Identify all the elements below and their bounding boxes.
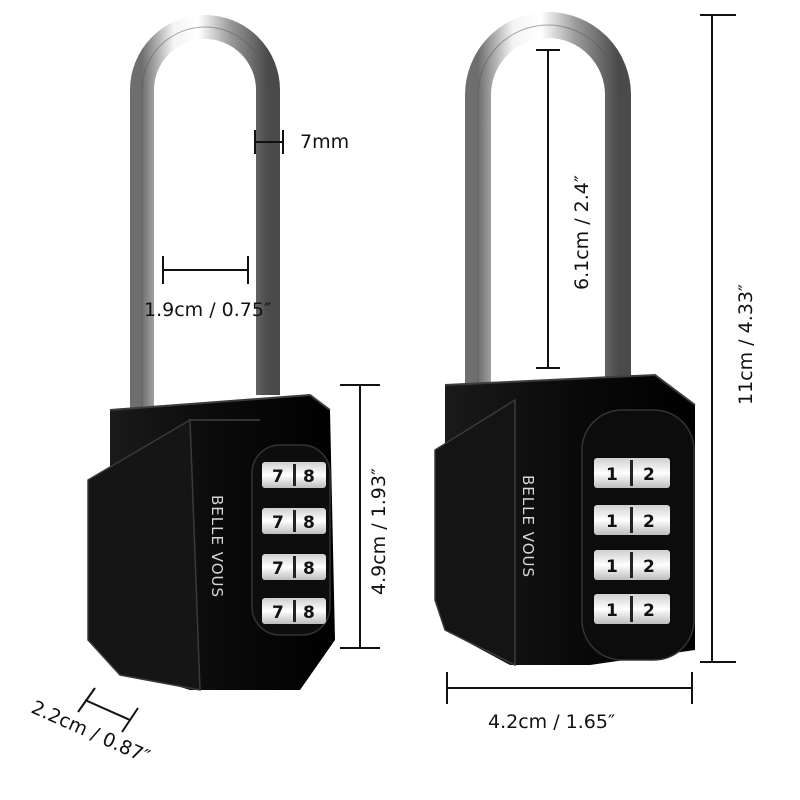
left-dim-shackle-diameter: 7mm	[254, 130, 349, 154]
right-dial-3-digit-1: 1	[606, 557, 618, 577]
left-brand-text: BELLE VOUS	[208, 495, 226, 598]
right-dial-4-digit-2: 2	[643, 601, 655, 621]
right-dim-shackle-clearance: 6.1cm / 2.4″	[536, 49, 593, 369]
right-dial-3-digit-2: 2	[643, 557, 655, 577]
left-dial-3-digit-1: 7	[272, 559, 284, 579]
right-dial-2-digit-1: 1	[606, 512, 618, 532]
left-dim-body-height-label: 4.9cm / 1.93″	[368, 468, 390, 595]
left-padlock: BELLE VOUS 7 8 7 8 7 8 7 8	[87, 15, 335, 691]
left-dim-shackle-diameter-label: 7mm	[300, 131, 349, 153]
left-dial-1[interactable]: 7 8	[262, 462, 326, 488]
left-dim-body-thickness-label: 2.2cm / 0.87″	[28, 696, 153, 768]
left-dial-4-digit-2: 8	[303, 603, 315, 623]
right-dim-shackle-clearance-label: 6.1cm / 2.4″	[571, 175, 593, 290]
right-dim-body-width: 4.2cm / 1.65″	[446, 672, 693, 733]
right-padlock: BELLE VOUS 1 2 1 2 1 2 1 2	[434, 12, 696, 667]
left-dial-2-digit-2: 8	[303, 513, 315, 533]
right-dial-3[interactable]: 1 2	[594, 550, 670, 580]
left-dial-1-digit-2: 8	[303, 467, 315, 487]
right-dial-1-digit-2: 2	[643, 465, 655, 485]
right-dial-1-digit-1: 1	[606, 465, 618, 485]
left-dial-3[interactable]: 7 8	[262, 554, 326, 580]
right-dim-total-height-label: 11cm / 4.33″	[735, 284, 757, 405]
right-dim-total-height: 11cm / 4.33″	[700, 14, 757, 663]
left-dial-1-digit-1: 7	[272, 467, 284, 487]
left-dim-body-height: 4.9cm / 1.93″	[340, 384, 390, 649]
left-dial-2-digit-1: 7	[272, 513, 284, 533]
left-shackle	[130, 15, 280, 410]
right-brand-text: BELLE VOUS	[519, 475, 537, 578]
right-dial-2-digit-2: 2	[643, 512, 655, 532]
right-dial-4[interactable]: 1 2	[594, 594, 670, 624]
right-dial-4-digit-1: 1	[606, 601, 618, 621]
left-dim-shackle-width-label: 1.9cm / 0.75″	[144, 299, 271, 321]
left-dial-4-digit-1: 7	[272, 603, 284, 623]
right-dim-body-width-label: 4.2cm / 1.65″	[488, 711, 615, 733]
left-dial-4[interactable]: 7 8	[262, 598, 326, 624]
left-dial-3-digit-2: 8	[303, 559, 315, 579]
right-dial-1[interactable]: 1 2	[594, 458, 670, 488]
right-dial-2[interactable]: 1 2	[594, 505, 670, 535]
left-dim-shackle-width: 1.9cm / 0.75″	[144, 256, 271, 321]
left-dim-body-thickness: 2.2cm / 0.87″	[28, 687, 153, 768]
left-dial-2[interactable]: 7 8	[262, 508, 326, 534]
